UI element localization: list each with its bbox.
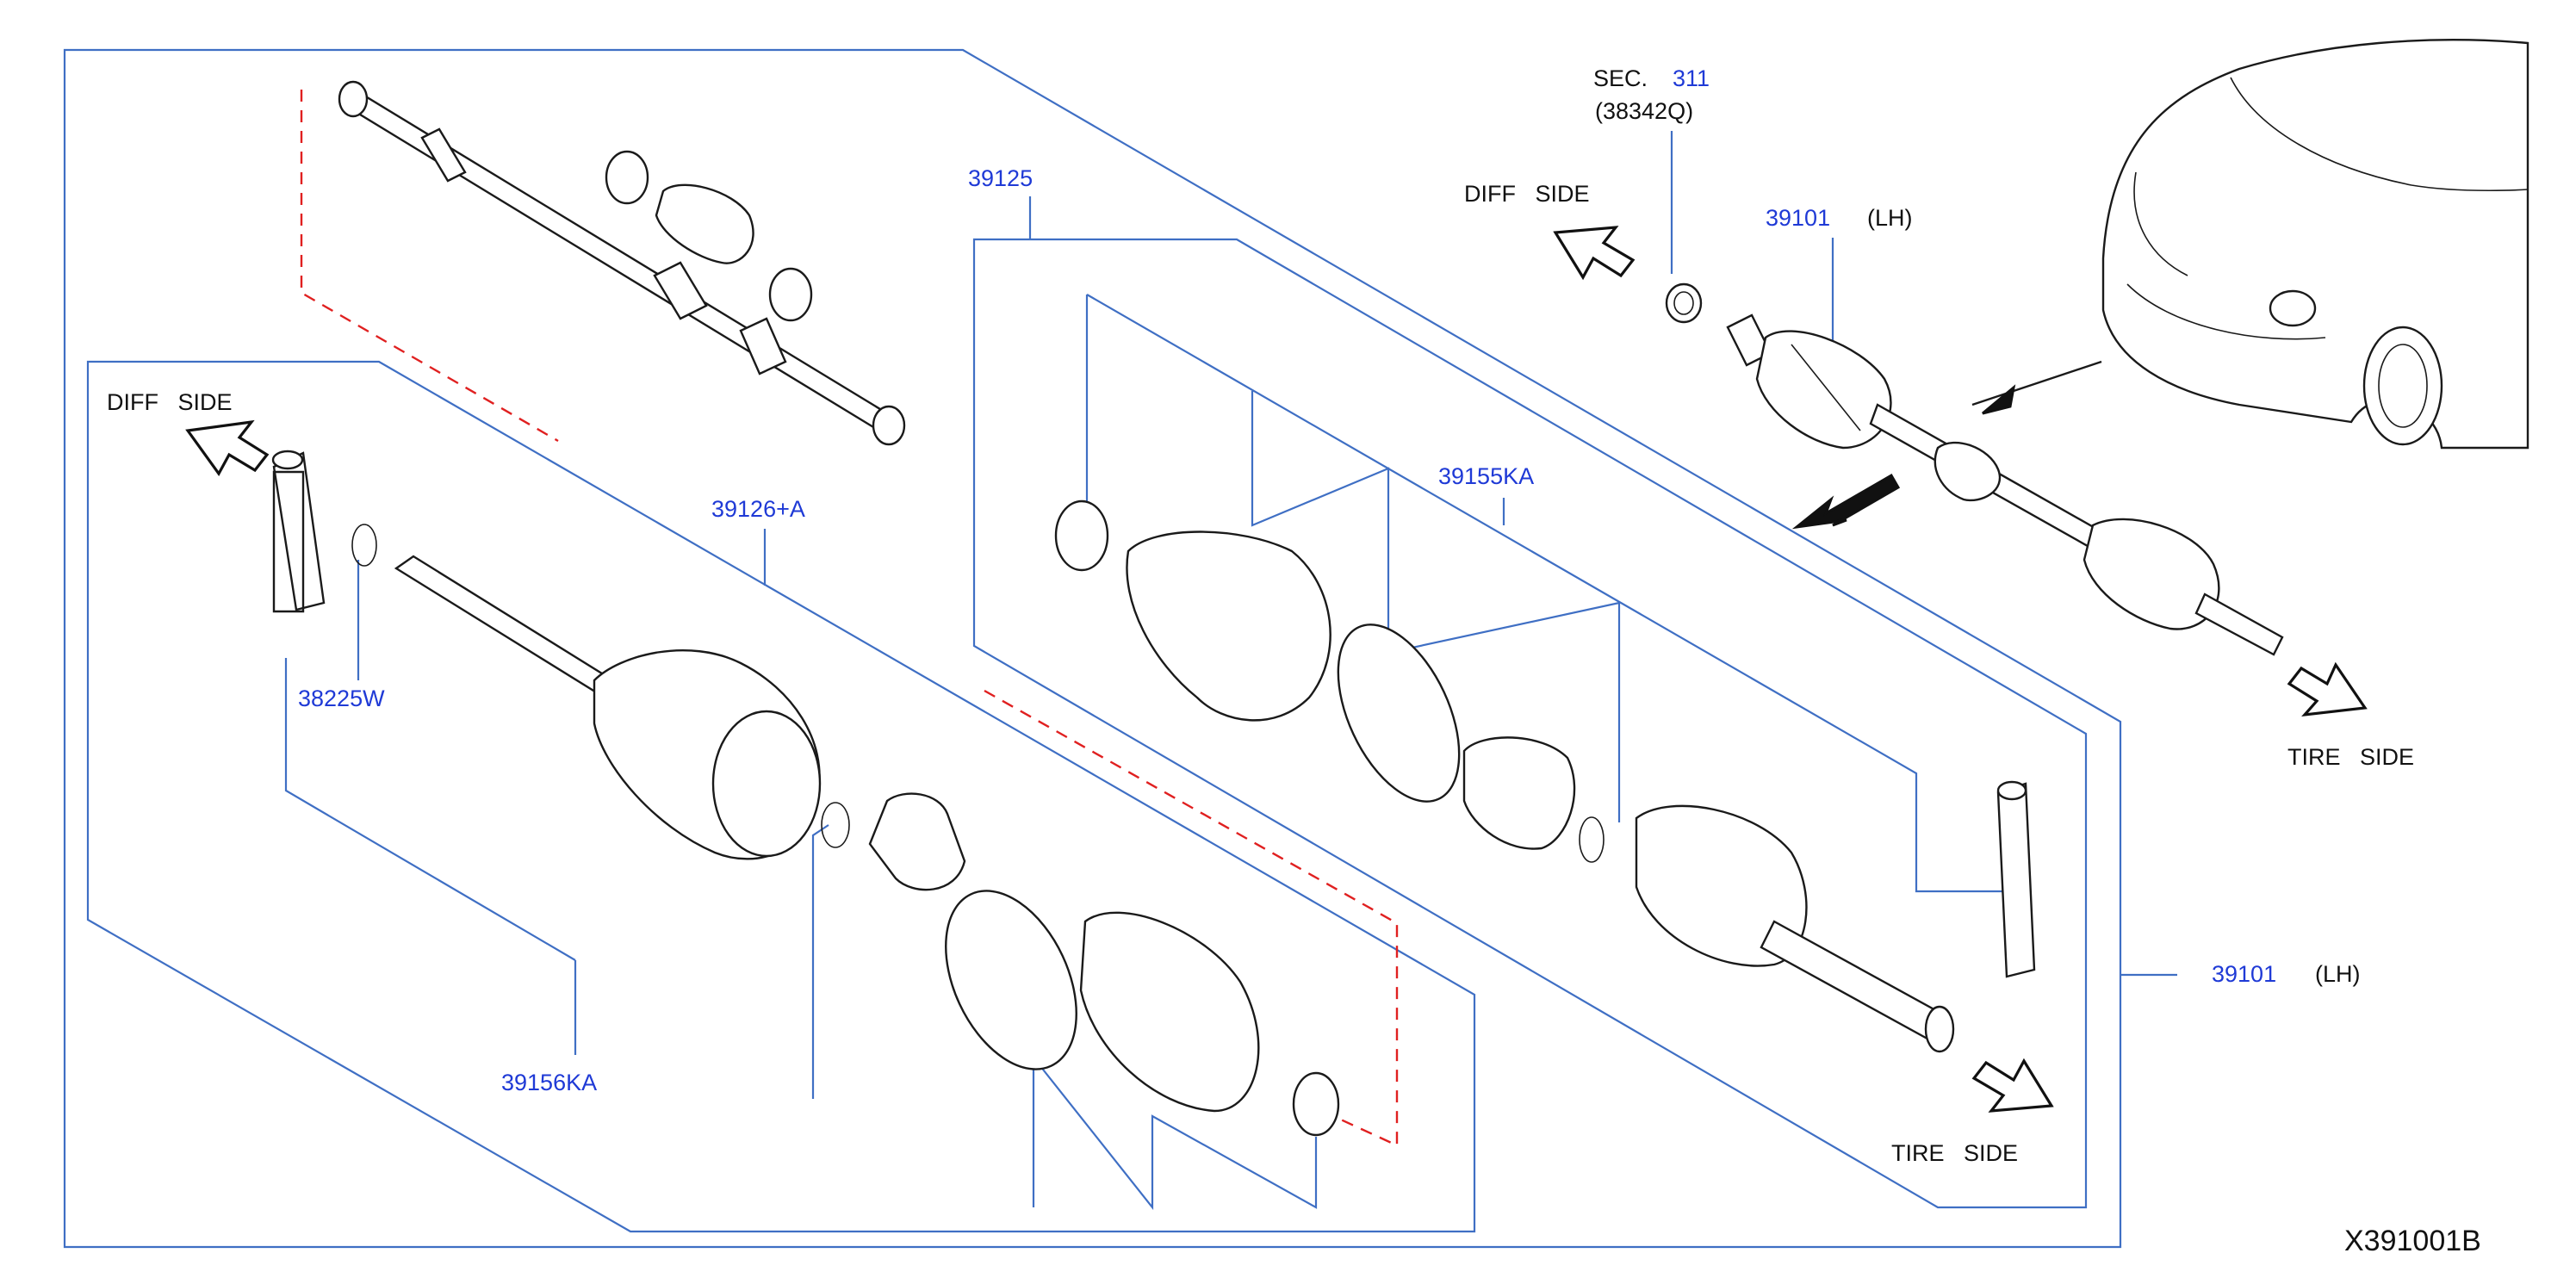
diff-side-arrow-left-icon: [185, 419, 270, 476]
outer-joint-frame: [972, 238, 2088, 1209]
diff-side-arrow-top-icon: [1553, 226, 1636, 281]
callout-39156ka-link[interactable]: 39156KA: [501, 1070, 597, 1095]
callout-39125-link[interactable]: 39125: [968, 165, 1033, 191]
leader-inner-circlip: [811, 824, 829, 1099]
callout-39101-right-link[interactable]: 39101: [2212, 961, 2276, 987]
diff-side-label-left: DIFF SIDE: [107, 389, 233, 415]
leader-39155ka-branches: [1251, 391, 1621, 822]
leader-grease-stem: [284, 658, 576, 961]
callout-39101-right-suffix: (LH): [2315, 961, 2361, 987]
diff-side-label-top: DIFF SIDE: [1464, 181, 1590, 207]
outer-joint-parts: [1054, 499, 2036, 1053]
inner-shaft: [338, 80, 906, 446]
hidden-line-boot: [984, 689, 1399, 1147]
axle-direction-arrow-icon: [1791, 473, 1901, 530]
car-outline: [2101, 39, 2529, 450]
tire-side-arrow-top-icon: [2287, 661, 2368, 717]
callout-39126a-link[interactable]: 39126+A: [711, 496, 805, 522]
callout-38225w-link[interactable]: 38225W: [298, 686, 385, 711]
sec-sub-label: (38342Q): [1595, 98, 1693, 124]
callout-39101-top-link[interactable]: 39101: [1766, 205, 1830, 231]
inner-joint-frame: [86, 360, 1476, 1233]
axle-assembly: [1665, 282, 2284, 656]
inner-joint-parts: [271, 450, 1340, 1137]
tire-side-label-top: TIRE SIDE: [2287, 744, 2414, 770]
leader-inner-boot-bottom: [1032, 1054, 1318, 1211]
callout-39101-top-suffix: (LH): [1867, 205, 1913, 231]
sec-prefix-label: SEC.: [1593, 65, 1648, 91]
outer-boot-frame: [1086, 294, 2005, 893]
diagram-reference-id: X391001B: [2344, 1225, 2481, 1257]
callout-39155ka-link[interactable]: 39155KA: [1438, 463, 1534, 489]
hidden-line-shaft: [300, 90, 559, 443]
tire-side-arrow-bottom-icon: [1971, 1058, 2054, 1113]
sec-number-link[interactable]: 311: [1673, 65, 1710, 91]
tire-side-label-bottom: TIRE SIDE: [1891, 1140, 2018, 1166]
outer-assembly-frame: [63, 48, 2122, 1249]
